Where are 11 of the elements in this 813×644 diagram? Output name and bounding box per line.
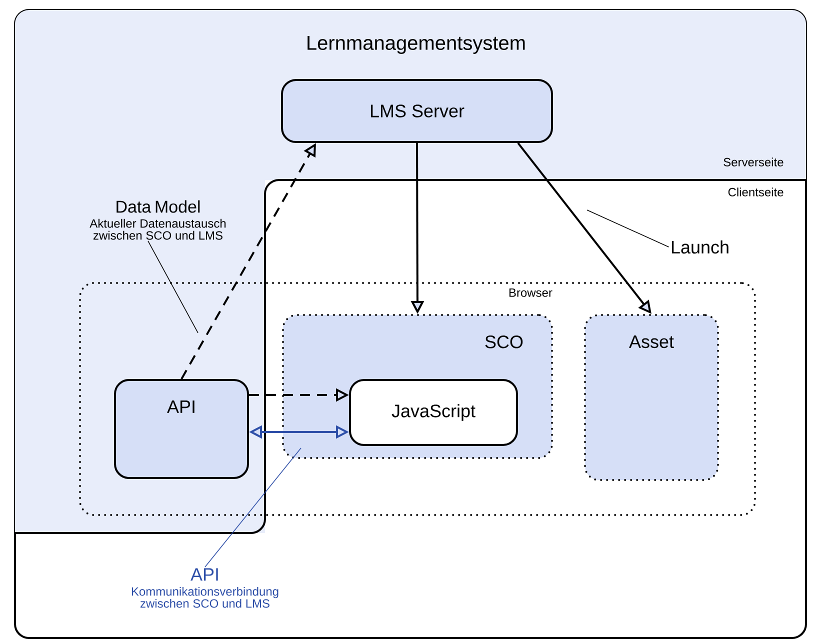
server-box: LMS Server <box>281 79 553 143</box>
api-box: API <box>114 379 249 479</box>
side-label: Clientseite <box>728 188 784 196</box>
leader-line <box>148 240 198 334</box>
annotation-text: API Kommunikationsverbindung zwischen SCO und LMS <box>132 568 278 608</box>
annotation-text: Data Model Aktueller Datenaustausch zwischen SCO und LMS <box>90 200 226 240</box>
asset-box: Asset <box>584 314 719 481</box>
side-label: Serverseite <box>724 158 784 166</box>
javascript-box: JavaScript <box>349 379 518 446</box>
leader-line <box>586 210 670 248</box>
leader-line <box>204 448 302 568</box>
